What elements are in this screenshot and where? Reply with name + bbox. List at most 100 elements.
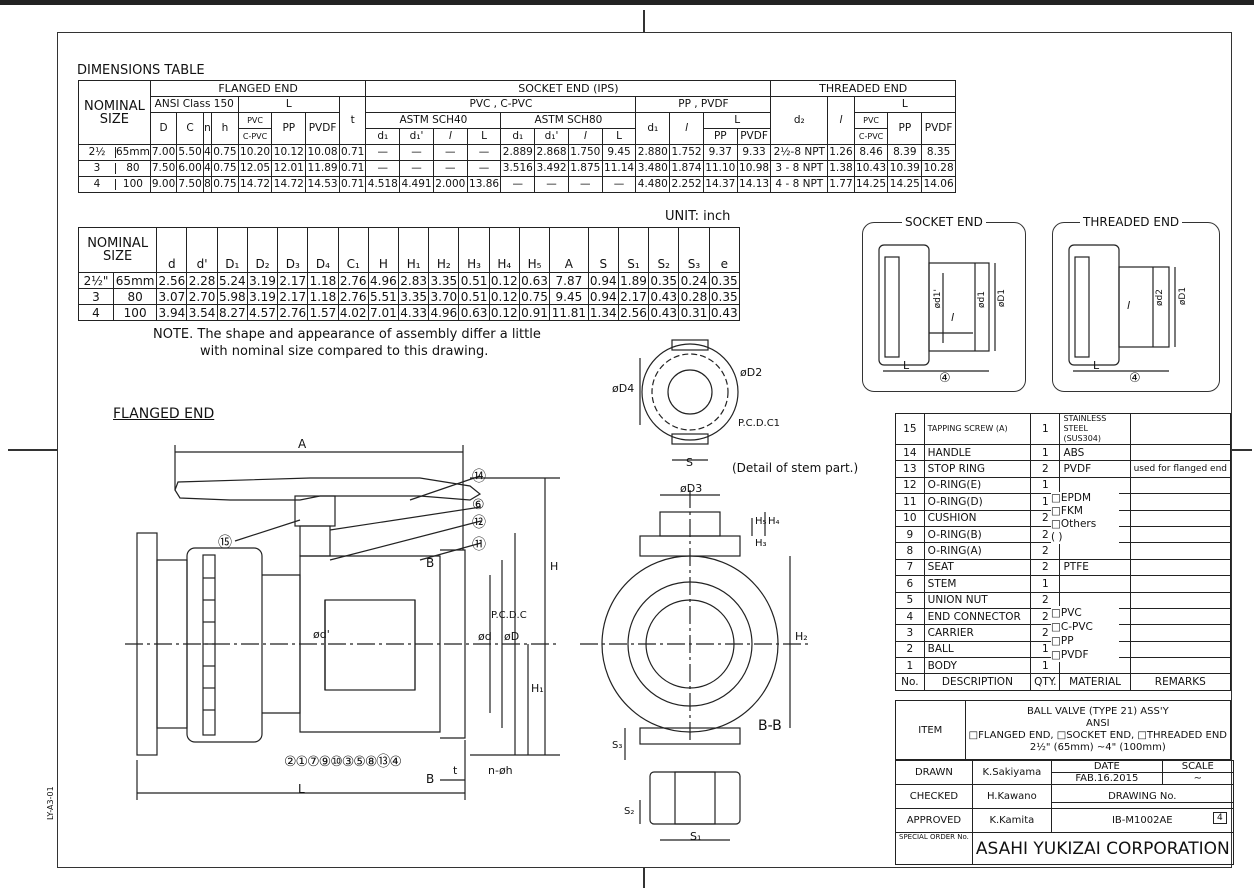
parts-material: PVDF <box>1059 460 1131 478</box>
dims2-cell: 0.28 <box>678 288 710 305</box>
pp-L-header: L <box>702 112 772 129</box>
dim-cell-th-cpvc: 14.25 <box>853 176 889 193</box>
dim-cell-s40-d1p: — <box>399 144 434 161</box>
label-t: t <box>453 764 458 777</box>
dim-size-inch: 4 <box>93 178 101 191</box>
dims2-cell: 3.19 <box>246 288 279 305</box>
dims2-cell: 3.54 <box>186 304 218 321</box>
threaded-L-label: L <box>1093 359 1100 372</box>
label-H: H <box>550 560 559 573</box>
dims2-cell: 4.33 <box>397 304 430 321</box>
fl-cpvc-header: C-PVC <box>237 128 273 145</box>
dim-cell-s80-L: — <box>601 176 637 193</box>
mat-cpvc: □C-PVC <box>1051 621 1093 633</box>
drawing-no-label: DRAWING No. <box>1051 791 1233 803</box>
bottom-balloons: ②①⑦⑨⑩③⑤⑧⑬④ <box>284 754 402 770</box>
dims2-size-inch: 2½" <box>78 272 114 289</box>
dim-cell-s80-l: — <box>567 176 603 193</box>
threaded-end-title: THREADED END <box>1080 215 1183 229</box>
balloon-15: ⑮ <box>218 535 232 551</box>
dim-cell-D: 9.00 <box>149 176 178 193</box>
dim-cell-fl-pvdf: 14.53 <box>305 176 340 193</box>
label-H3: H₃ <box>755 538 767 549</box>
label-H5: H₅ <box>755 516 767 527</box>
special-order-label: SPECIAL ORDER No. <box>895 832 973 865</box>
dims2-cell: 2.56 <box>617 304 650 321</box>
approved-label: APPROVED <box>895 808 973 833</box>
dim-cell-pp-l: 1.874 <box>669 160 704 177</box>
parts-remarks <box>1129 624 1232 642</box>
th-cpvc-header: C-PVC <box>853 128 889 145</box>
parts-qty: 2 <box>1030 542 1061 560</box>
drawing-frame <box>57 32 1232 868</box>
dim-cell-th-pp: 10.39 <box>887 160 923 177</box>
center-mark-left <box>8 449 57 451</box>
stem-detail-label: (Detail of stem part.) <box>732 461 859 475</box>
drawing-no: IB-M1002AE <box>1111 815 1173 826</box>
dim-cell-n: 4 <box>202 144 213 161</box>
mat-fkm: □FKM <box>1051 505 1083 517</box>
dim-cell-C: 6.00 <box>176 160 204 177</box>
dims2-header: D₄ <box>307 227 339 273</box>
drawn-label: DRAWN <box>895 760 973 785</box>
threaded-balloon-4: ④ <box>1129 371 1141 386</box>
dim-cell-fl-cpvc: 10.20 <box>237 144 273 161</box>
dims2-cell: 2.56 <box>156 272 188 289</box>
dim-cell-s40-d1: — <box>365 144 401 161</box>
label-D: øD <box>504 630 520 643</box>
parts-material <box>1059 542 1131 560</box>
dim-cell-pp-d1: 4.480 <box>635 176 671 193</box>
s80-l-header: l <box>567 128 603 145</box>
dims2-header: H₄ <box>488 227 520 273</box>
nominal-size-header-2: NOMINAL SIZE <box>77 227 158 273</box>
th-pvdf-header: PVDF <box>921 112 956 145</box>
dim-cell-fl-pvdf: 10.08 <box>305 144 340 161</box>
dims2-cell: 2.17 <box>277 272 309 289</box>
dims2-cell: 3.94 <box>156 304 188 321</box>
dim-cell-th-d2: 4 - 8 NPT <box>770 176 829 193</box>
dims2-cell: 7.87 <box>549 272 589 289</box>
parts-remarks <box>1129 607 1232 626</box>
th-pp-header: PP <box>887 112 923 145</box>
dims2-size-mm: 80 <box>112 288 158 305</box>
dims2-cell: 0.43 <box>648 288 680 305</box>
dim-cell-n: 4 <box>202 160 213 177</box>
dims2-header: d' <box>186 227 218 273</box>
dims2-cell: 2.70 <box>186 288 218 305</box>
dim-cell-pp-pp: 11.10 <box>702 160 738 177</box>
dim-cell-s80-d1p: 2.868 <box>534 144 569 161</box>
parts-no: 13 <box>895 460 925 478</box>
title-item-block: ITEM BALL VALVE (TYPE 21) ASS'Y ANSI □FL… <box>895 700 1232 760</box>
label-S2: S₂ <box>624 806 635 817</box>
scale-label: SCALE <box>1162 761 1233 773</box>
dims2-cell: 7.01 <box>367 304 400 321</box>
dims2-cell: 2.83 <box>397 272 430 289</box>
dim-cell-s80-L: 9.45 <box>601 144 637 161</box>
ansi-class-header: ANSI Class 150 <box>149 96 239 113</box>
sheet-code: LY-A3-01 <box>46 786 55 820</box>
parts-remarks <box>1129 525 1232 544</box>
parts-no: 15 <box>895 413 925 445</box>
parts-remarks <box>1129 509 1232 527</box>
dims2-header: C₁ <box>337 227 369 273</box>
dim-cell-fl-pp: 12.01 <box>271 160 307 177</box>
dims2-cell: 0.12 <box>488 304 520 321</box>
parts-material: ABS <box>1059 443 1131 462</box>
dims2-cell: 2.76 <box>337 272 369 289</box>
dim-cell-s40-d1p: 4.491 <box>399 176 434 193</box>
dims2-header: D₁ <box>216 227 248 273</box>
item-line-1: BALL VALVE (TYPE 21) ASS'Y <box>1026 706 1169 717</box>
dim-cell-s40-L: — <box>466 144 502 161</box>
nominal-size-header: NOMINAL SIZE <box>78 80 151 145</box>
label-S1: S₁ <box>690 830 702 843</box>
dim-size-mm: 80 <box>115 163 149 174</box>
